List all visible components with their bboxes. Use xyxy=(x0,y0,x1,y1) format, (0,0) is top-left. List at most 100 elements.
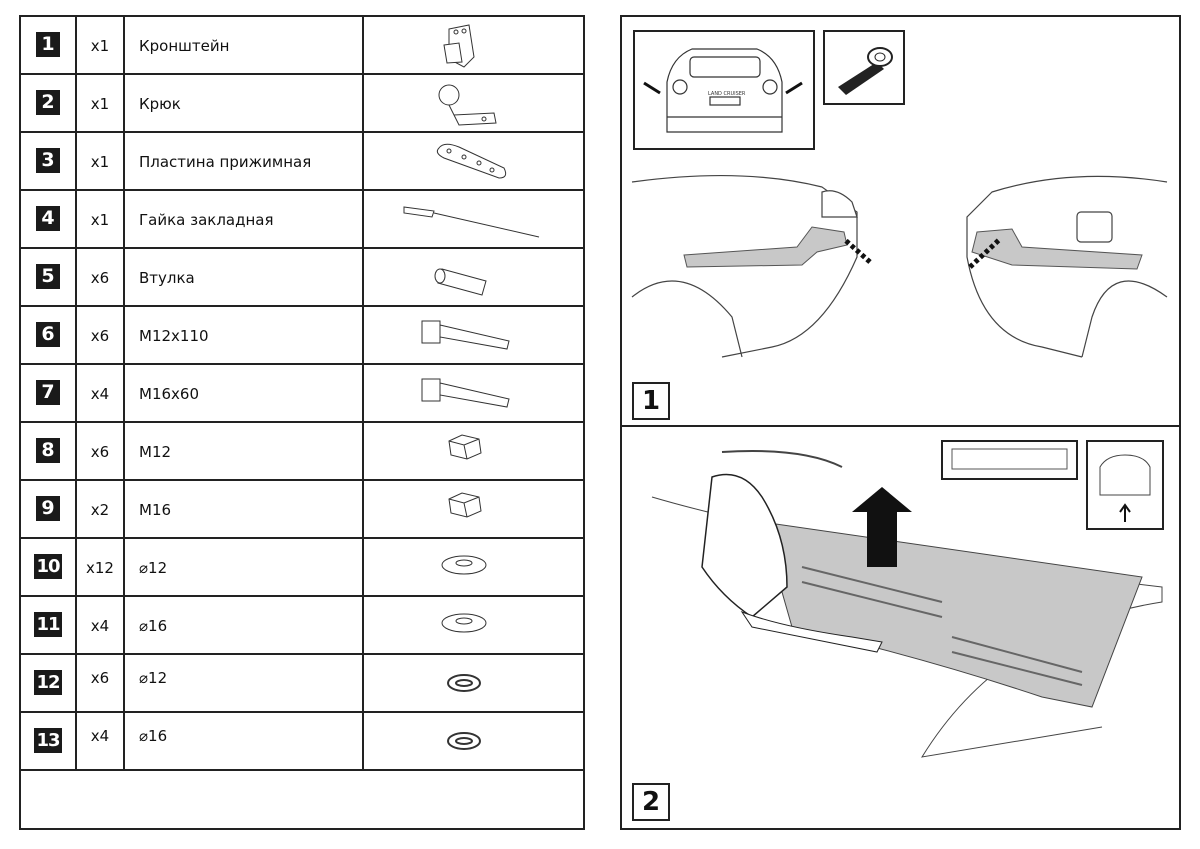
image-cell xyxy=(364,17,585,73)
part-quantity: x1 xyxy=(90,37,110,55)
table-row: 10 x12 ⌀12 xyxy=(21,539,583,597)
table-row: 9 x2 M16 xyxy=(21,481,583,539)
part-number-badge: 6 xyxy=(36,322,60,347)
quantity-cell: x6 xyxy=(77,423,125,479)
table-row: 3 x1 Пластина прижимная xyxy=(21,133,583,191)
part-number-badge: 3 xyxy=(36,148,60,173)
image-cell xyxy=(364,655,585,711)
image-cell xyxy=(364,423,585,479)
bolt-icon xyxy=(421,320,510,350)
bracket-icon xyxy=(443,24,475,68)
arrow-dashed-left-icon xyxy=(842,237,872,264)
step-1-illustration: LAND CRUISER xyxy=(631,30,1168,358)
table-row: 12 x6 ⌀12 xyxy=(21,655,583,713)
quantity-cell: x6 xyxy=(77,307,125,363)
table-row: 11 x4 ⌀16 xyxy=(21,597,583,655)
quantity-cell: x4 xyxy=(77,597,125,653)
spring-washer-icon xyxy=(447,732,481,750)
arrow-up-lift-icon xyxy=(852,487,912,567)
table-row: 7 x4 M16x60 xyxy=(21,365,583,423)
name-cell: Пластина прижимная xyxy=(125,133,364,189)
part-number-cell: 3 xyxy=(21,133,77,189)
name-cell: Крюк xyxy=(125,75,364,131)
name-cell: M16 xyxy=(125,481,364,537)
part-name: M12x110 xyxy=(139,327,209,345)
installation-steps-panel: LAND CRUISER 1 xyxy=(620,15,1181,830)
part-quantity: x4 xyxy=(90,617,110,635)
name-cell: ⌀12 xyxy=(125,539,364,595)
part-number-badge: 11 xyxy=(34,612,62,637)
step-cover-panel xyxy=(761,521,1143,708)
part-name: ⌀16 xyxy=(139,727,168,745)
image-cell xyxy=(364,133,585,189)
part-number-badge: 9 xyxy=(36,496,60,521)
part-name: Кронштейн xyxy=(139,37,230,55)
part-number-badge: 7 xyxy=(36,380,60,405)
quantity-cell: x6 xyxy=(77,249,125,305)
part-name: ⌀16 xyxy=(139,617,168,635)
quantity-cell: x1 xyxy=(77,17,125,73)
part-number-cell: 11 xyxy=(21,597,77,653)
table-row: 5 x6 Втулка xyxy=(21,249,583,307)
image-cell xyxy=(364,713,585,769)
pry-tool-icon xyxy=(740,610,883,653)
quantity-cell: x4 xyxy=(77,713,125,769)
part-quantity: x6 xyxy=(90,669,110,687)
step-number: 2 xyxy=(632,783,670,821)
step-number: 1 xyxy=(632,382,670,420)
flat-washer-icon xyxy=(441,613,487,633)
quantity-cell: x1 xyxy=(77,133,125,189)
part-number-cell: 7 xyxy=(21,365,77,421)
step-cover-thumbnail xyxy=(951,448,1068,470)
arrow-up-small-icon xyxy=(1119,503,1131,522)
part-quantity: x6 xyxy=(90,443,110,461)
part-number-badge: 8 xyxy=(36,438,60,463)
quantity-cell: x12 xyxy=(77,539,125,595)
table-row: 1 x1 Кронштейн xyxy=(21,17,583,75)
part-number-cell: 1 xyxy=(21,17,77,73)
part-number-cell: 4 xyxy=(21,191,77,247)
hex-nut-icon xyxy=(448,492,482,518)
part-number-cell: 13 xyxy=(21,713,77,769)
part-quantity: x6 xyxy=(90,327,110,345)
part-number-cell: 9 xyxy=(21,481,77,537)
image-cell xyxy=(364,75,585,131)
part-number-cell: 12 xyxy=(21,655,77,711)
name-cell: ⌀16 xyxy=(125,713,364,769)
car-rear-view-icon xyxy=(666,48,783,133)
step-2-illustration xyxy=(651,440,1164,758)
quantity-cell: x1 xyxy=(77,191,125,247)
quantity-cell: x2 xyxy=(77,481,125,537)
part-name: Пластина прижимная xyxy=(139,153,312,171)
quantity-cell: x1 xyxy=(77,75,125,131)
hex-nut-icon xyxy=(448,434,482,460)
part-number-badge: 5 xyxy=(36,264,60,289)
part-number-badge: 10 xyxy=(34,554,62,579)
name-cell: Гайка закладная xyxy=(125,191,364,247)
part-quantity: x2 xyxy=(90,501,110,519)
part-name: Втулка xyxy=(139,269,195,287)
part-number-cell: 2 xyxy=(21,75,77,131)
part-quantity: x12 xyxy=(86,559,114,577)
image-cell xyxy=(364,191,585,247)
part-name: M16x60 xyxy=(139,385,199,403)
arrow-right-icon xyxy=(785,81,803,95)
part-number-badge: 4 xyxy=(36,206,60,231)
name-cell: M12 xyxy=(125,423,364,479)
image-cell xyxy=(364,481,585,537)
gloved-hand-icon xyxy=(701,473,788,618)
part-quantity: x4 xyxy=(90,385,110,403)
name-cell: M12x110 xyxy=(125,307,364,363)
part-number-badge: 13 xyxy=(34,728,62,753)
image-cell xyxy=(364,539,585,595)
part-name: M12 xyxy=(139,443,172,461)
step-2: 2 xyxy=(622,427,1179,830)
quantity-cell: x4 xyxy=(77,365,125,421)
part-number-badge: 12 xyxy=(34,670,62,695)
name-cell: ⌀12 xyxy=(125,655,364,711)
part-number-cell: 5 xyxy=(21,249,77,305)
part-number-cell: 10 xyxy=(21,539,77,595)
car-rear-thumbnail-icon xyxy=(1099,454,1151,496)
embedded-nut-wire-icon xyxy=(403,206,540,238)
